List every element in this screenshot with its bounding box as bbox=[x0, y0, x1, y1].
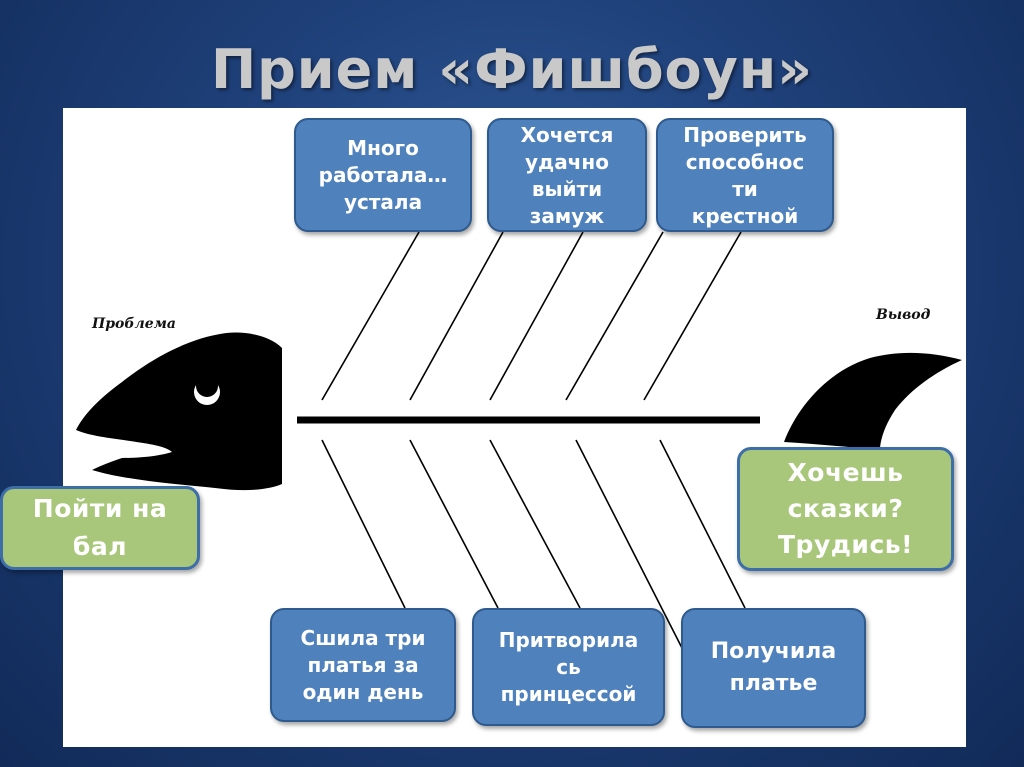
upper-bone bbox=[489, 231, 584, 401]
fact-box-dress: Получила платье bbox=[681, 608, 866, 728]
lower-bone bbox=[321, 439, 406, 609]
conclusion-label: Вывод bbox=[876, 307, 931, 323]
cause-box-godmother: Проверить способнос ти крестной bbox=[656, 118, 834, 232]
upper-bone bbox=[409, 231, 504, 401]
cause-box-tired: Много работала… устала bbox=[294, 118, 472, 232]
lower-bone bbox=[575, 439, 683, 649]
lower-bone bbox=[489, 439, 581, 609]
upper-bone bbox=[565, 231, 664, 401]
upper-bone bbox=[321, 231, 420, 401]
lower-bone bbox=[409, 439, 499, 609]
slide-title: Прием «Фишбоун» bbox=[210, 38, 814, 101]
fact-box-princess: Притворила сь принцессой bbox=[472, 608, 665, 726]
problem-box: Пойти на бал bbox=[0, 486, 200, 570]
fish-tail-icon bbox=[784, 352, 962, 450]
fish-head-icon bbox=[76, 332, 282, 491]
problem-label: Проблема bbox=[92, 316, 176, 332]
conclusion-box: Хочешь сказки? Трудись! bbox=[737, 447, 954, 571]
fact-box-dresses: Сшила три платья за один день bbox=[270, 608, 456, 722]
cause-box-marriage: Хочется удачно выйти замуж bbox=[487, 118, 647, 232]
lower-bone bbox=[659, 439, 746, 609]
upper-bone bbox=[643, 231, 742, 401]
